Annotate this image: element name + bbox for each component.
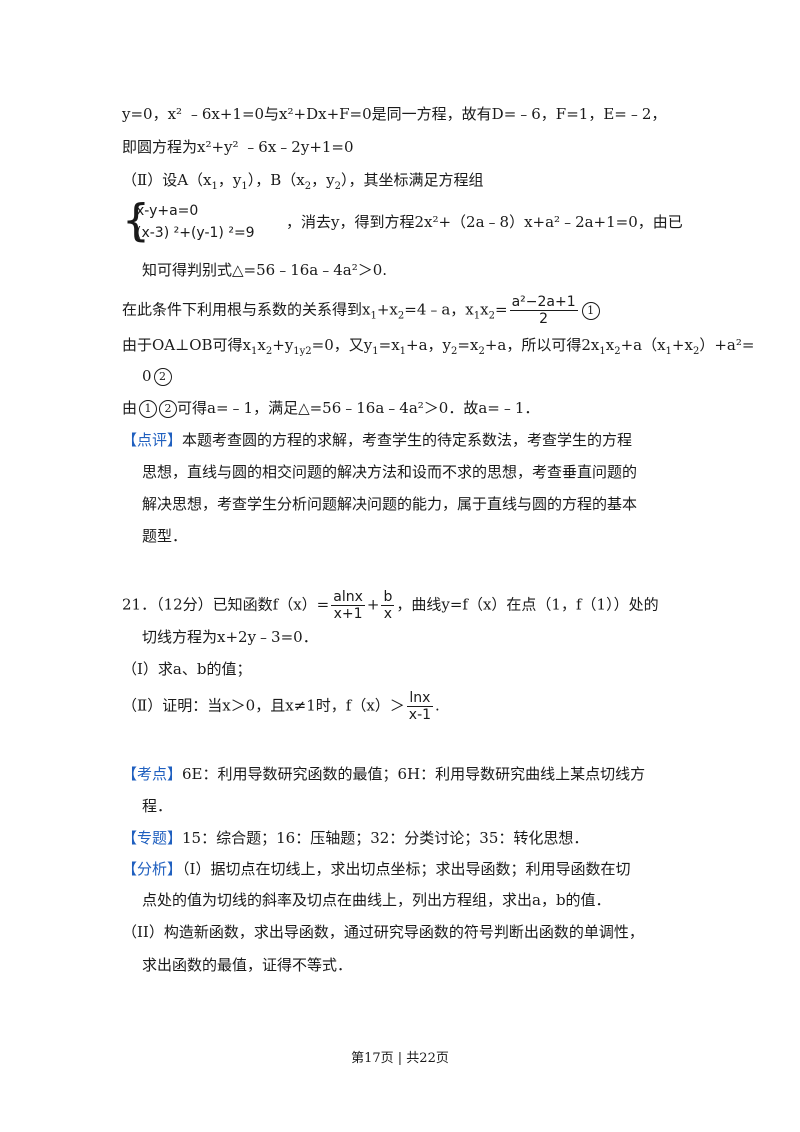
equation-system-row-1: x-y+a=0 (136, 203, 199, 219)
review-tag: 【点评】 (122, 431, 183, 449)
fenxi-line-1: 【分析】（I）据切点在切线上，求出切点坐标；求出导函数；利用导函数在切 (122, 860, 631, 878)
kaodian-tag: 【考点】 (122, 765, 183, 783)
page-footer: 第17页 | 共22页 (351, 1051, 449, 1066)
question-21-line-2: 切线方程为x+2y﹣3=0． (142, 628, 318, 646)
solution-line-5: 知可得判别式△=56﹣16a﹣4a²＞0. (142, 261, 388, 279)
fenxi-line-2: 点处的值为切线的斜率及切点在曲线上，列出方程组，求出a，b的值． (142, 891, 611, 909)
fenxi-line-3: （II）构造新函数，求出导函数，通过研究导函数的符号判断出函数的单调性， (122, 923, 644, 941)
review-line-1: 【点评】本题考查圆的方程的求解，考查学生的待定系数法，考查学生的方程 (122, 431, 633, 449)
solution-line-2: 即圆方程为x²+y² ﹣6x﹣2y+1=0 (122, 138, 354, 156)
kaodian-line-1: 【考点】6E：利用导数研究函数的最值；6H：利用导数研究曲线上某点切线方 (122, 765, 646, 783)
circled-2: 2 (153, 368, 172, 386)
review-line-3: 解决思想，考查学生分析问题解决问题的能力，属于直线与圆的方程的基本 (142, 495, 638, 513)
equation-system-brace: { (122, 195, 150, 246)
fenxi-tag: 【分析】 (122, 860, 183, 878)
question-21-part-1: （Ⅰ）求a、b的值； (122, 660, 252, 678)
fenxi-line-4: 求出函数的最值，证得不等式． (142, 956, 353, 974)
review-line-4: 题型． (142, 527, 188, 545)
solution-line-7: 由于OA⊥OB可得x1x2+y1y2=0，又y1=x1+a，y2=x2+a，所以… (122, 336, 755, 357)
review-line-2: 思想，直线与圆的相交问题的解决方法和设而不求的思想，考查垂直问题的 (142, 463, 638, 481)
solution-line-4: ，消去y，得到方程2x²+（2a﹣8）x+a²﹣2a+1=0，由已 (286, 213, 683, 231)
solution-line-1: y=0，x² ﹣6x+1=0与x²+Dx+F=0是同一方程，故有D=﹣6，F=1… (122, 105, 667, 123)
equation-system-row-2: (x-3) ²+(y-1) ²=9 (136, 225, 255, 241)
circled-1: 1 (581, 301, 600, 320)
circled-2-ref: 2 (159, 400, 178, 418)
circled-1-ref: 1 (139, 400, 158, 418)
solution-line-3: （Ⅱ）设A（x1，y1），B（x2，y2），其坐标满足方程组 (122, 171, 484, 192)
kaodian-line-2: 程． (142, 797, 173, 815)
zhuanti-line: 【专题】15：综合题；16：压轴题；32：分类讨论；35：转化思想． (122, 829, 589, 847)
zhuanti-tag: 【专题】 (122, 829, 183, 847)
